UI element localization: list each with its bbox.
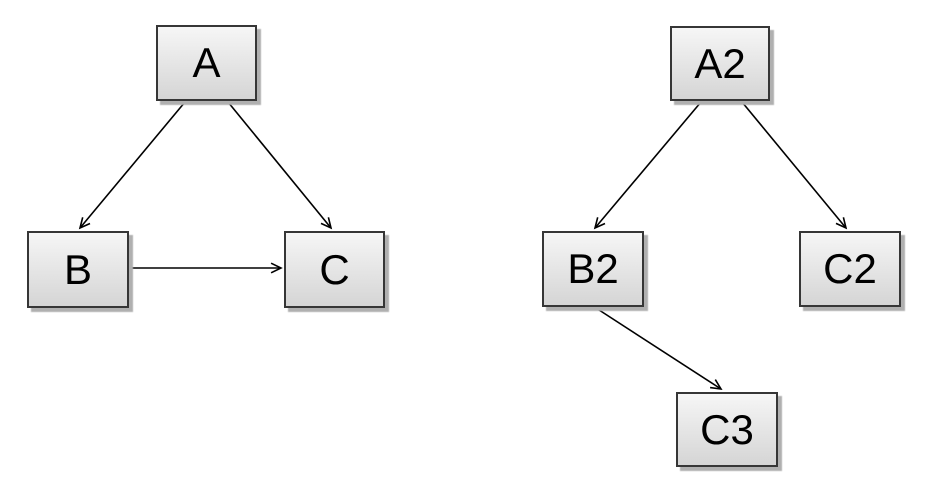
edge-line — [741, 101, 847, 229]
arrowhead-icon — [320, 217, 333, 230]
arrowhead-icon — [835, 217, 848, 230]
edge-line — [595, 307, 722, 390]
node-c2[interactable]: C2 — [799, 231, 901, 307]
node-c[interactable]: C — [284, 231, 385, 308]
edge-line — [227, 101, 332, 229]
edge-a2-b2[interactable] — [593, 101, 702, 230]
edge-line — [79, 101, 186, 229]
node-c3[interactable]: C3 — [676, 392, 778, 467]
edge-b2-c3[interactable] — [595, 307, 723, 391]
edge-a2-c2[interactable] — [741, 101, 848, 230]
edge-line — [594, 101, 702, 229]
arrowhead-icon — [709, 379, 723, 391]
node-label: B — [63, 245, 92, 293]
node-b[interactable]: B — [27, 231, 129, 308]
node-a[interactable]: A — [156, 25, 257, 101]
node-a2[interactable]: A2 — [670, 26, 770, 101]
node-label: C — [319, 245, 350, 293]
edge-b-c[interactable] — [130, 262, 283, 274]
node-label: C2 — [823, 245, 877, 292]
edge-a-c[interactable] — [227, 101, 333, 230]
node-label: A2 — [694, 39, 746, 87]
node-label: C3 — [700, 405, 754, 453]
arrowhead-icon — [270, 262, 283, 274]
node-label: B2 — [567, 245, 619, 292]
arrowhead-icon — [593, 217, 606, 230]
edge-a-b[interactable] — [78, 101, 186, 230]
node-label: A — [192, 39, 221, 86]
arrowhead-icon — [78, 217, 91, 230]
node-b2[interactable]: B2 — [542, 231, 644, 307]
